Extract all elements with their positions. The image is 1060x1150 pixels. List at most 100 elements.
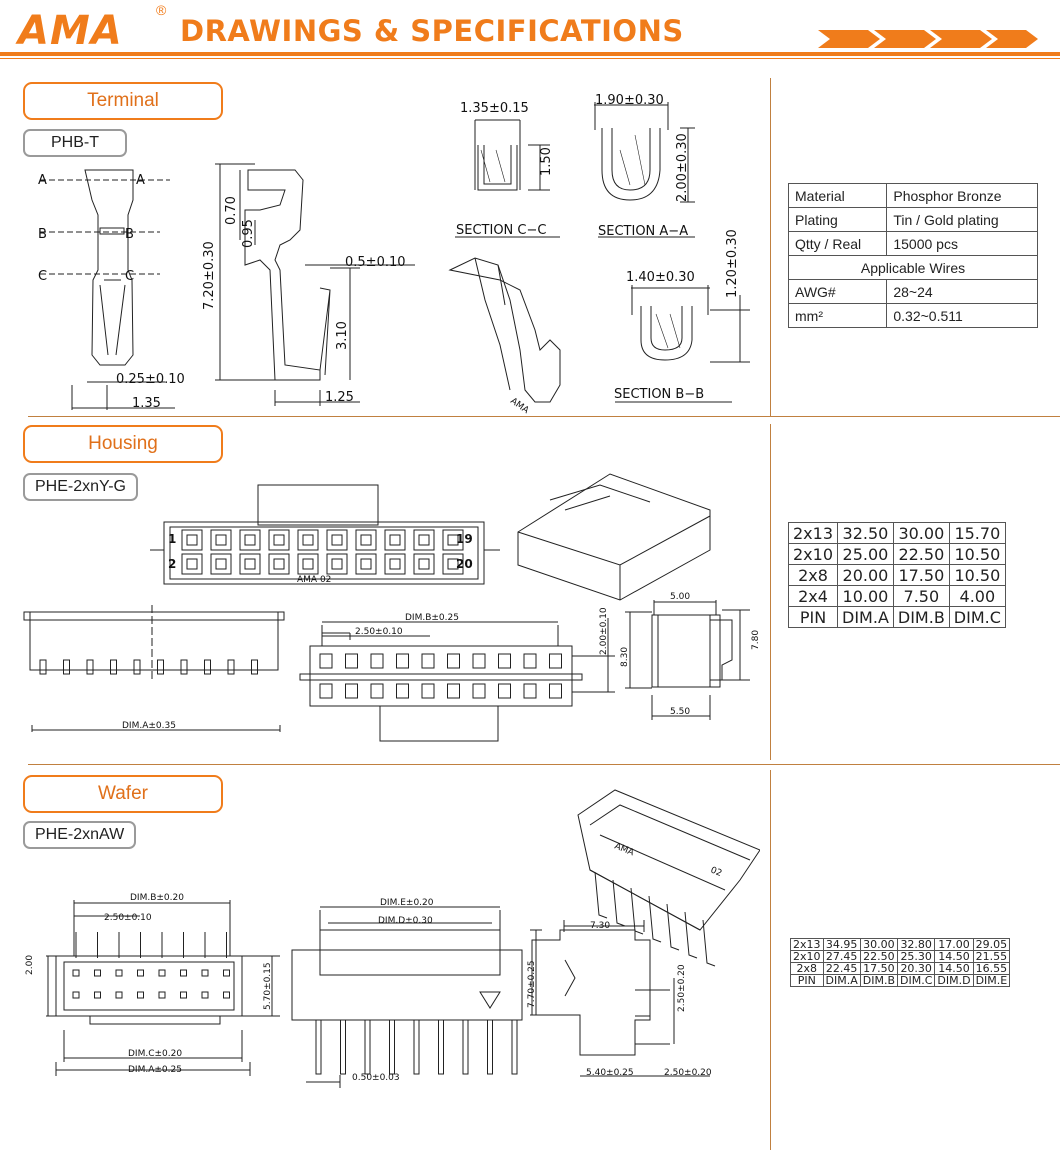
spec-value: Tin / Gold plating <box>886 207 1038 232</box>
dim-wafer-c: DIM.C±0.20 <box>128 1049 182 1059</box>
housing-cavity <box>210 529 232 551</box>
wafer-pin-hole <box>180 991 187 999</box>
header-rule-thin <box>0 58 1060 59</box>
dim-wafer-7-70: 7.70±0.25 <box>527 960 537 1008</box>
housing-cavity-inner <box>186 534 198 546</box>
housing-cavity <box>181 553 203 575</box>
housing-cavity-inner <box>244 534 256 546</box>
spec-label: Material <box>787 183 888 208</box>
housing-cavity-inner <box>186 558 198 570</box>
housing-cavity-inner <box>273 558 285 570</box>
wafer-pin-hole <box>201 969 209 977</box>
housing-bottom-cell <box>345 653 358 669</box>
table-cell: 17.50 <box>892 564 950 586</box>
table-cell: 22.45 <box>822 962 861 975</box>
wafer-iso-mark: AMA <box>613 842 636 859</box>
registered-mark: ® <box>156 2 167 18</box>
housing-bottom-cell <box>421 683 435 699</box>
wafer-side-pin <box>340 1019 346 1075</box>
wafer-pin-hole <box>115 969 123 977</box>
section-marker-a2: A <box>136 173 145 188</box>
housing-cavity <box>326 529 348 551</box>
table-cell: 2x13 <box>790 938 824 951</box>
housing-cavity <box>268 529 290 551</box>
housing-cavity-inner <box>302 558 314 570</box>
section-cc-label: SECTION C−C <box>456 223 546 238</box>
spec-value: Phosphor Bronze <box>886 183 1038 208</box>
housing-cavity-inner <box>302 534 314 546</box>
wafer-iso-pin <box>612 879 626 927</box>
chevron-arrows-icon <box>818 30 1038 48</box>
wafer-side-pin <box>438 1019 444 1075</box>
housing-cavity <box>297 553 319 575</box>
housing-cavity-inner <box>244 558 256 570</box>
brand-logo: AMA <box>18 8 123 54</box>
housing-pin-1: 1 <box>168 532 176 546</box>
housing-cavity <box>413 529 435 551</box>
housing-bottom-cell <box>396 683 409 699</box>
dim-wafer-pitch: 2.50±0.10 <box>104 913 152 923</box>
wafer-iso-pin <box>666 903 680 951</box>
table-cell: 17.00 <box>934 938 974 951</box>
section-marker-c2: C <box>125 269 134 284</box>
dim-housing-a: DIM.A±0.35 <box>122 721 176 731</box>
housing-cavity <box>355 553 377 575</box>
table-cell: 2x8 <box>787 564 839 586</box>
terminal-iso-mark: AMA <box>508 396 531 415</box>
housing-pin <box>133 659 141 675</box>
wafer-side-pin <box>413 1019 420 1075</box>
dim-terminal-0-95: 0.95 <box>241 219 256 248</box>
housing-cavity <box>239 529 261 551</box>
housing-pin <box>157 659 164 675</box>
table-cell: PIN <box>787 606 839 628</box>
housing-bottom-cell <box>396 653 409 669</box>
housing-bottom-cell <box>498 653 511 669</box>
wafer-pin-hole <box>201 991 209 999</box>
housing-pin <box>39 659 47 675</box>
housing-cavity <box>442 553 464 575</box>
table-cell: 22.50 <box>859 950 899 963</box>
column-divider <box>770 770 771 1150</box>
housing-bottom-cell <box>472 653 486 669</box>
housing-cavity-inner <box>447 534 459 546</box>
spec-value: 0.32~0.511 <box>886 303 1038 328</box>
table-cell: 29.05 <box>972 938 1011 951</box>
housing-cavity-inner <box>273 534 285 546</box>
wafer-iso-number: 02 <box>709 866 723 880</box>
dim-terminal-0-25: 0.25±0.10 <box>116 372 185 387</box>
dim-wafer-2-00: 2.00 <box>25 955 35 975</box>
dim-housing-b: DIM.B±0.25 <box>405 613 459 623</box>
dim-terminal-3-10: 3.10 <box>335 321 350 350</box>
housing-pin <box>251 659 258 675</box>
housing-cavity <box>384 553 406 575</box>
housing-bottom-cell <box>523 683 537 699</box>
header-rule <box>0 52 1060 56</box>
column-divider <box>770 424 771 760</box>
dim-wafer-7-30: 7.30 <box>590 921 610 931</box>
table-row: mm² 0.32~0.511 <box>787 303 1038 328</box>
table-cell: PIN <box>790 974 824 987</box>
housing-bottom-cell <box>345 683 358 699</box>
dim-wafer-2-50-pitch: 2.50±0.20 <box>677 964 687 1012</box>
housing-cavity-inner <box>389 534 401 546</box>
dim-terminal-1-25: 1.25 <box>325 390 354 405</box>
housing-cavity <box>268 553 290 575</box>
table-cell: DIM.C <box>896 974 936 987</box>
dim-housing-pitch: 2.50±0.10 <box>355 627 403 637</box>
housing-bottom-cell <box>523 653 537 669</box>
table-cell: DIM.C <box>948 606 1006 628</box>
terminal-spec-table: Material Phosphor Bronze Plating Tin / G… <box>787 183 1038 328</box>
section-divider <box>28 416 1060 417</box>
wafer-section-label: Wafer <box>23 775 223 813</box>
housing-cavity <box>297 529 319 551</box>
housing-mark: AMA 02 <box>297 575 331 585</box>
dim-wafer-5-70: 5.70±0.15 <box>263 962 273 1010</box>
table-cell: 14.50 <box>934 950 974 963</box>
dim-section-aa-height: 2.00±0.30 <box>675 133 690 202</box>
